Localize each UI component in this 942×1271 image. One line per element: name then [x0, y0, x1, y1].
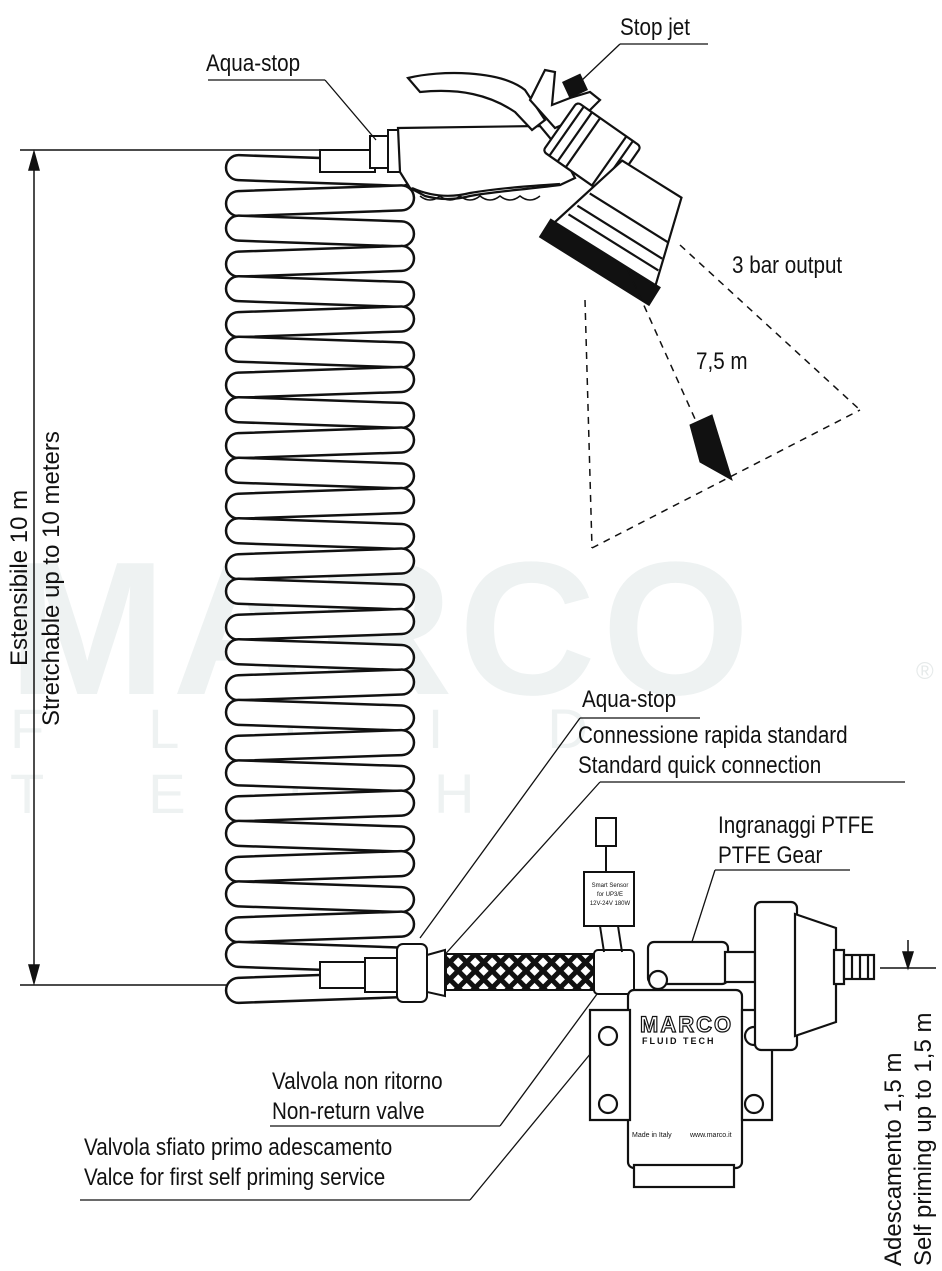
hose-coil — [224, 365, 416, 399]
hose-coil — [224, 819, 416, 853]
label-stop-jet: Stop jet — [620, 14, 690, 41]
hose-coil — [224, 517, 416, 551]
leader-lines — [80, 43, 905, 1201]
hose-fitting — [593, 949, 635, 995]
label-aqua-stop-top: Aqua-stop — [206, 50, 301, 77]
label-vent-en: Valce for first self priming service — [84, 1164, 386, 1191]
pump-made-in: Made in Italy — [632, 1132, 672, 1139]
hose-coil — [224, 698, 416, 732]
smart-sensor — [583, 817, 635, 953]
label-stretch-it: Estensibile 10 m — [6, 489, 33, 666]
pump-brand: MARCO — [639, 1011, 734, 1037]
jet-direction-arrow — [689, 414, 733, 482]
label-stretch-en: Stretchable up to 10 meters — [38, 431, 65, 726]
hose-coil — [224, 395, 416, 430]
label-gear-en: PTFE Gear — [718, 842, 823, 869]
label-jet-distance: 7,5 m — [696, 348, 748, 375]
sensor-line-1: Smart Sensor — [591, 883, 629, 889]
hose-coil — [224, 426, 416, 460]
label-vent-it: Valvola sfiato primo adescamento — [84, 1134, 393, 1161]
sensor-label: Smart Sensor for UP3/E 12V-24V 180W — [588, 882, 632, 909]
hose-coil — [224, 274, 416, 309]
watermark-registered-mark: ® — [916, 658, 934, 685]
label-nonreturn-en: Non-return valve — [272, 1098, 425, 1125]
hose-coil — [224, 214, 416, 248]
hose-coil — [224, 849, 416, 884]
hose-coil — [224, 638, 416, 672]
hose-coil — [224, 577, 416, 611]
label-aqua-stop-bottom: Aqua-stop — [582, 686, 677, 713]
sensor-line-2: for UP3/E — [596, 892, 623, 898]
hose-coil — [224, 728, 416, 763]
hose-coil — [224, 759, 416, 793]
hose-coil — [224, 607, 416, 641]
spray-gun — [396, 68, 683, 307]
hose-coil — [224, 456, 416, 490]
hose-coil — [224, 910, 416, 944]
hose-coil — [224, 668, 416, 702]
pump-brand-sub: FLUID TECH — [642, 1036, 716, 1046]
label-bar-output: 3 bar output — [732, 252, 843, 279]
hose-coil — [224, 335, 416, 369]
hose-coil — [224, 184, 416, 218]
hose-coil — [224, 244, 416, 278]
hose-coil — [224, 880, 416, 914]
label-gear-it: Ingranaggi PTFE — [718, 812, 875, 839]
label-quick-connection-en: Standard quick connection — [578, 752, 822, 779]
hose-top-connector — [319, 129, 401, 173]
label-quick-connection-it: Connessione rapida standard — [578, 722, 848, 749]
hose-coil — [224, 547, 416, 581]
hose-coil — [224, 789, 416, 823]
label-priming-en: Self priming up to 1,5 m — [910, 1012, 937, 1266]
label-nonreturn-it: Valvola non ritorno — [272, 1068, 443, 1095]
quick-connection — [319, 943, 446, 1003]
sensor-line-3: 12V-24V 180W — [589, 901, 631, 907]
braided-hose — [445, 953, 595, 991]
hose-coil — [224, 486, 416, 520]
pump-web: www.marco.it — [690, 1132, 732, 1139]
hose-coil — [224, 305, 416, 339]
coiled-hose — [224, 153, 416, 1005]
priming-dimension — [880, 940, 936, 971]
label-priming-it: Adescamento 1,5 m — [880, 1052, 907, 1266]
spray-cone — [584, 244, 861, 549]
pump-body — [588, 900, 876, 1189]
